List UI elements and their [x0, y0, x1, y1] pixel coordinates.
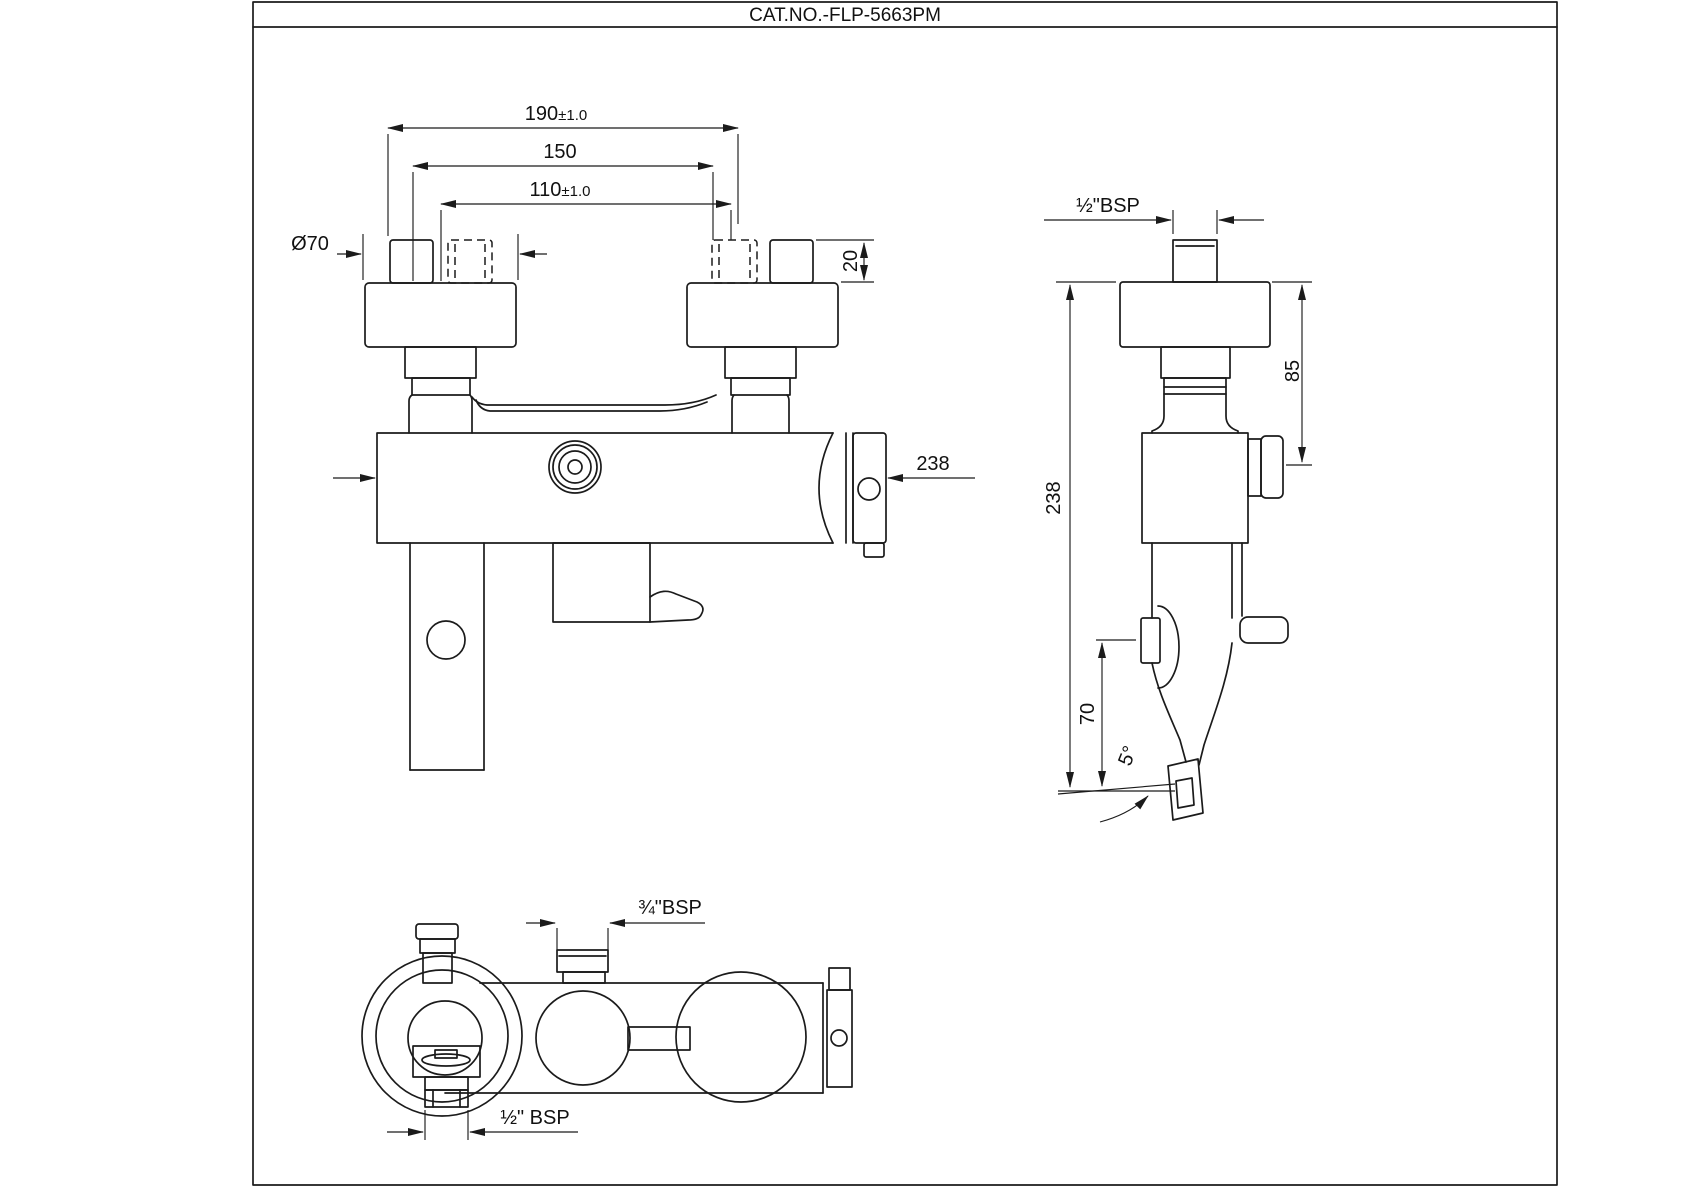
dim-top-outlet-thread: ¾"BSP [638, 897, 702, 919]
bottom-diverter-cap [826, 967, 853, 1088]
lever-side-profile [1239, 616, 1289, 644]
mixer-body [376, 432, 854, 544]
left-neck-upper [404, 346, 477, 379]
diverter-button [1247, 435, 1284, 499]
dim-spacing-inner: 110±1.0 [530, 179, 591, 201]
side-view-dimensions: ½"BSP 238 85 70 5° [1043, 195, 1312, 823]
bottom-view [361, 923, 853, 1117]
bottom-view-dimensions: ¾"BSP ½" BSP [387, 897, 705, 1140]
aerator-mesh [421, 1053, 471, 1067]
dim-inlet-thread: ½"BSP [1076, 195, 1140, 217]
dim-spout-angle: 5° [1114, 743, 1142, 769]
right-wall-stub [769, 239, 814, 284]
diverter-cap [852, 432, 887, 558]
front-view-dimensions: 190±1.0 150 110±1.0 Ø70 20 238 [291, 103, 975, 482]
handle-hub [535, 990, 631, 1086]
dim-spout-drop: 70 [1077, 703, 1099, 725]
cartridge-dome [675, 971, 807, 1103]
dim-overall-height: 238 [1043, 481, 1065, 514]
dim-overall-length: 238 [916, 453, 949, 475]
spout-outlet-assembly [361, 923, 523, 1117]
dim-flange-diameter: Ø70 [291, 233, 329, 255]
bottom-outlet-stub [556, 949, 609, 984]
side-flange [1119, 281, 1271, 348]
catalog-number: CAT.NO.-FLP-5663PM [749, 5, 941, 26]
connecting-pipe-bottom [475, 399, 708, 412]
right-neck-lower [730, 377, 791, 396]
side-body [1141, 432, 1249, 544]
leg-port-hole [426, 620, 466, 660]
spout-clip [1140, 617, 1161, 664]
front-view [364, 239, 887, 771]
left-flange [364, 282, 517, 348]
right-hidden-stub [711, 239, 758, 284]
bottom-body [444, 982, 824, 1094]
title-block: CAT.NO.-FLP-5663PM [252, 1, 1558, 1186]
right-flange [686, 282, 839, 348]
dim-hand-shower-thread: ½" BSP [500, 1107, 569, 1129]
shower-leg [409, 542, 485, 771]
left-wall-stub [389, 239, 434, 284]
connecting-pipe-top [471, 394, 717, 406]
temperature-dial [548, 440, 602, 494]
dim-inlet-to-diverter: 85 [1282, 360, 1304, 382]
side-view [1119, 239, 1289, 821]
side-neck-ring [1163, 377, 1227, 395]
handle-lever [552, 542, 704, 623]
sheet-border [252, 1, 1558, 1186]
spout-sphere [407, 1000, 483, 1076]
side-neck-upper [1160, 346, 1231, 379]
dim-spacing-mid: 150 [543, 141, 576, 163]
handle-lever-bottom [627, 1026, 691, 1051]
shower-outlet-stub [424, 1089, 469, 1108]
dim-stub-projection: 20 [840, 250, 862, 272]
right-neck-upper [724, 346, 797, 379]
aerator-housing [1167, 758, 1204, 821]
left-neck-lower [411, 377, 471, 396]
left-hidden-stub [447, 239, 493, 284]
side-spout [1140, 542, 1289, 821]
dim-spacing-outer: 190±1.0 [525, 103, 587, 125]
